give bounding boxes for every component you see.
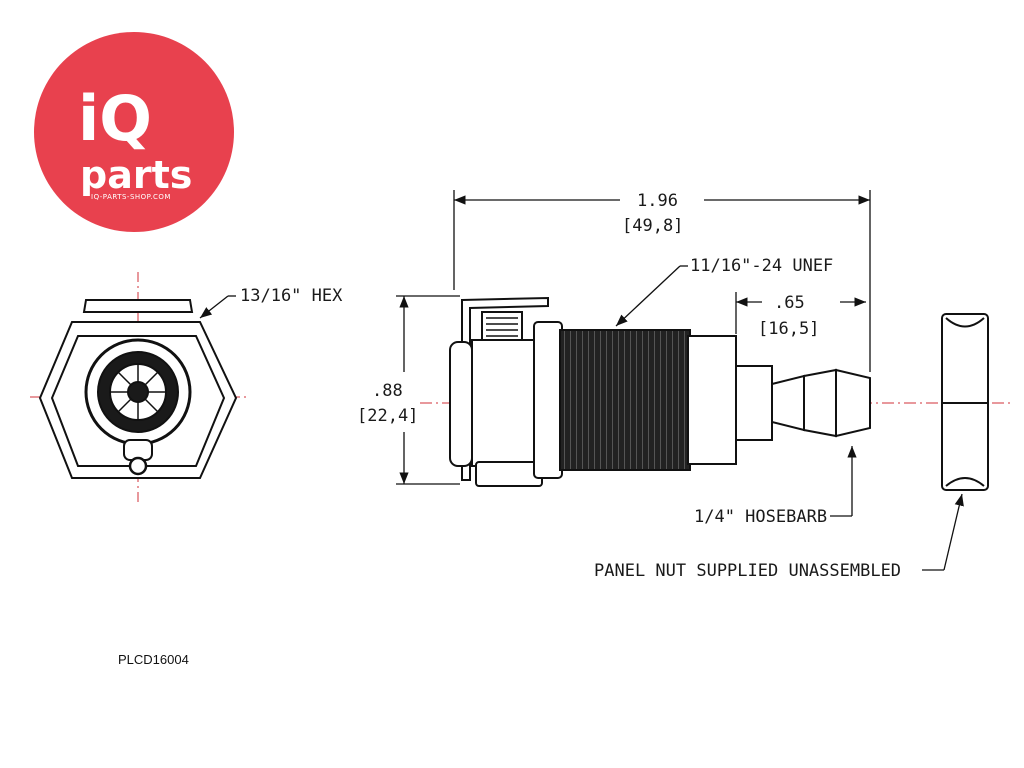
logo-circle xyxy=(34,32,234,232)
product-code: PLCD16004 xyxy=(118,652,189,667)
barb-length-label: .65 xyxy=(774,293,805,313)
panel-nut-callout xyxy=(922,493,964,571)
side-view xyxy=(420,296,1010,487)
panel-nut xyxy=(941,313,989,491)
hex-callout: 13/16" HEX xyxy=(199,286,343,319)
hosebarb-label: 1/4" HOSEBARB xyxy=(694,507,827,527)
logo-site: IQ-PARTS-SHOP.COM xyxy=(91,193,171,201)
logo-brand-iq: iQ xyxy=(78,82,152,155)
thread-callout xyxy=(615,265,688,327)
dim-barb-length xyxy=(735,292,866,334)
iq-parts-logo: iQ parts IQ-PARTS-SHOP.COM xyxy=(34,32,234,232)
dim-overall-length xyxy=(453,190,871,372)
overall-length-mm-label: [49,8] xyxy=(622,216,683,236)
height-label: .88 xyxy=(372,381,403,401)
barb-length-mm-label: [16,5] xyxy=(758,319,819,339)
hosebarb-callout xyxy=(830,446,857,517)
thread-label: 11/16"-24 UNEF xyxy=(690,256,833,276)
height-mm-label: [22,4] xyxy=(357,406,418,426)
hex-label: 13/16" HEX xyxy=(240,286,343,306)
dim-height xyxy=(396,295,460,485)
overall-length-label: 1.96 xyxy=(637,191,678,211)
panel-nut-label: PANEL NUT SUPPLIED UNASSEMBLED xyxy=(594,561,901,581)
logo-brand-parts: parts xyxy=(80,153,192,197)
end-view xyxy=(30,272,250,505)
